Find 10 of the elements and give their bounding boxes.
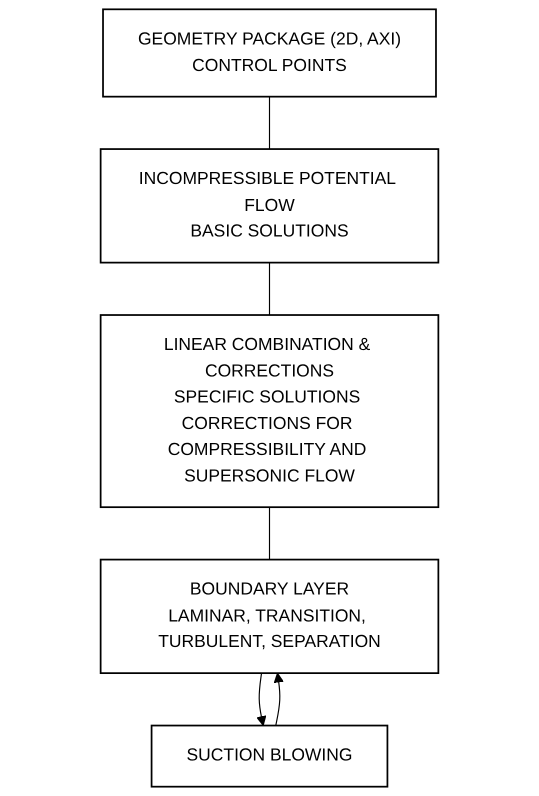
node-box: INCOMPRESSIBLE POTENTIAL FLOW BASIC SOLUTIONS: [100, 148, 440, 264]
connector: [268, 262, 270, 316]
arrow: [274, 672, 284, 726]
node-box: SUCTION BLOWING: [150, 724, 388, 788]
node-box: BOUNDARY LAYER LAMINAR, TRANSITION, TURBULENT, SEPARATION: [100, 558, 440, 674]
node-box: LINEAR COMBINATION & CORRECTIONS SPECIFIC SOLUTIONS CORRECTIONS FOR COMPRESSIBILITY AND SUPERSONIC FLOW: [100, 314, 440, 508]
node-box: GEOMETRY PACKAGE (2D, AXI) CONTROL POINTS: [102, 8, 437, 98]
arrow: [256, 673, 266, 726]
connector: [268, 507, 270, 560]
connector: [268, 96, 270, 150]
